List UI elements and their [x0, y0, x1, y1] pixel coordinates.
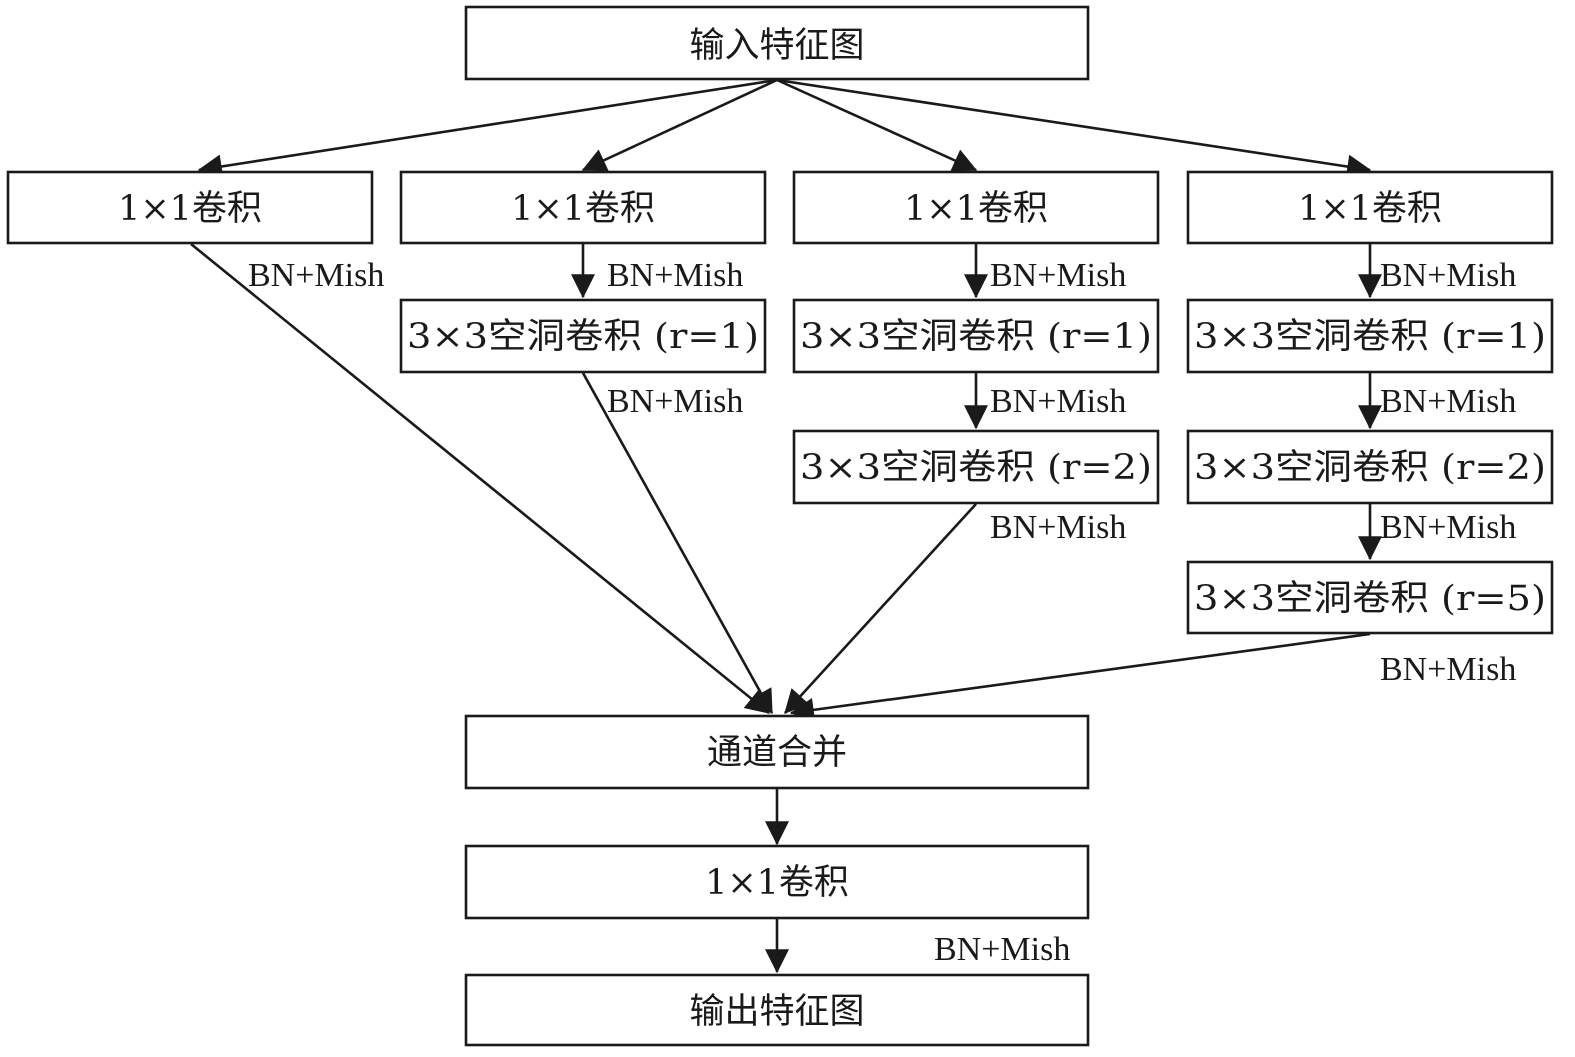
svg-text:1×1卷积: 1×1卷积: [705, 863, 849, 903]
label-b4-bn-mish-1: BN+Mish: [1380, 257, 1516, 294]
svg-text:1×1卷积: 1×1卷积: [904, 189, 1048, 229]
node-output: 输出特征图: [464, 973, 1090, 1047]
node-branch4-dilated-r1: 3×3空洞卷积 (r=1): [1186, 298, 1554, 374]
label-final-bn-mish: BN+Mish: [934, 931, 1070, 968]
svg-text:1×1卷积: 1×1卷积: [118, 189, 262, 229]
edge-b1-to-concat: [190, 242, 770, 715]
svg-text:3×3空洞卷积 (r=2): 3×3空洞卷积 (r=2): [800, 448, 1152, 488]
svg-text:通道合并: 通道合并: [707, 733, 847, 773]
label-b1-bn-mish: BN+Mish: [248, 257, 384, 294]
svg-text:1×1卷积: 1×1卷积: [511, 189, 655, 229]
svg-text:3×3空洞卷积 (r=5): 3×3空洞卷积 (r=5): [1194, 579, 1546, 619]
svg-text:3×3空洞卷积 (r=1): 3×3空洞卷积 (r=1): [1194, 317, 1546, 357]
label-b3-bn-mish-2: BN+Mish: [990, 383, 1126, 420]
edge-input-to-branch3: [776, 78, 978, 172]
edge-b2-to-concat: [581, 372, 774, 715]
edge-b3-to-concat: [784, 503, 977, 714]
label-b2-bn-mish-1: BN+Mish: [607, 257, 743, 294]
edge-input-to-branch4: [776, 78, 1372, 179]
node-branch4-dilated-r5: 3×3空洞卷积 (r=5): [1186, 560, 1554, 635]
node-branch3-dilated-r2: 3×3空洞卷积 (r=2): [792, 429, 1160, 505]
label-b2-bn-mish-2: BN+Mish: [607, 383, 743, 420]
edge-input-to-branch2: [581, 78, 778, 172]
node-input: 输入特征图: [464, 5, 1090, 81]
svg-text:1×1卷积: 1×1卷积: [1298, 189, 1442, 229]
node-branch4-dilated-r2: 3×3空洞卷积 (r=2): [1186, 429, 1554, 505]
svg-text:3×3空洞卷积 (r=2): 3×3空洞卷积 (r=2): [1194, 448, 1546, 488]
node-branch1-conv1x1: 1×1卷积: [6, 170, 374, 245]
label-b3-bn-mish-3: BN+Mish: [990, 509, 1126, 546]
svg-text:3×3空洞卷积 (r=1): 3×3空洞卷积 (r=1): [407, 317, 759, 357]
node-branch3-conv1x1: 1×1卷积: [792, 170, 1160, 245]
edges: [190, 78, 1382, 974]
node-branch4-conv1x1: 1×1卷积: [1186, 170, 1554, 245]
node-branch3-dilated-r1: 3×3空洞卷积 (r=1): [792, 298, 1160, 374]
node-concat: 通道合并: [464, 714, 1090, 790]
node-branch2-dilated-r1: 3×3空洞卷积 (r=1): [399, 298, 767, 374]
node-branch2-conv1x1: 1×1卷积: [399, 170, 767, 245]
edge-input-to-branch1: [197, 78, 778, 179]
svg-text:输出特征图: 输出特征图: [689, 992, 864, 1032]
label-b4-bn-mish-4: BN+Mish: [1380, 651, 1516, 688]
edge-b4-to-concat: [789, 632, 1371, 722]
svg-text:输入特征图: 输入特征图: [689, 26, 864, 66]
label-b3-bn-mish-1: BN+Mish: [990, 257, 1126, 294]
edge-labels: BN+Mish BN+Mish BN+Mish BN+Mish BN+Mish …: [248, 257, 1516, 968]
node-final-conv1x1: 1×1卷积: [464, 844, 1090, 920]
label-b4-bn-mish-3: BN+Mish: [1380, 509, 1516, 546]
label-b4-bn-mish-2: BN+Mish: [1380, 383, 1516, 420]
svg-text:3×3空洞卷积 (r=1): 3×3空洞卷积 (r=1): [800, 317, 1152, 357]
